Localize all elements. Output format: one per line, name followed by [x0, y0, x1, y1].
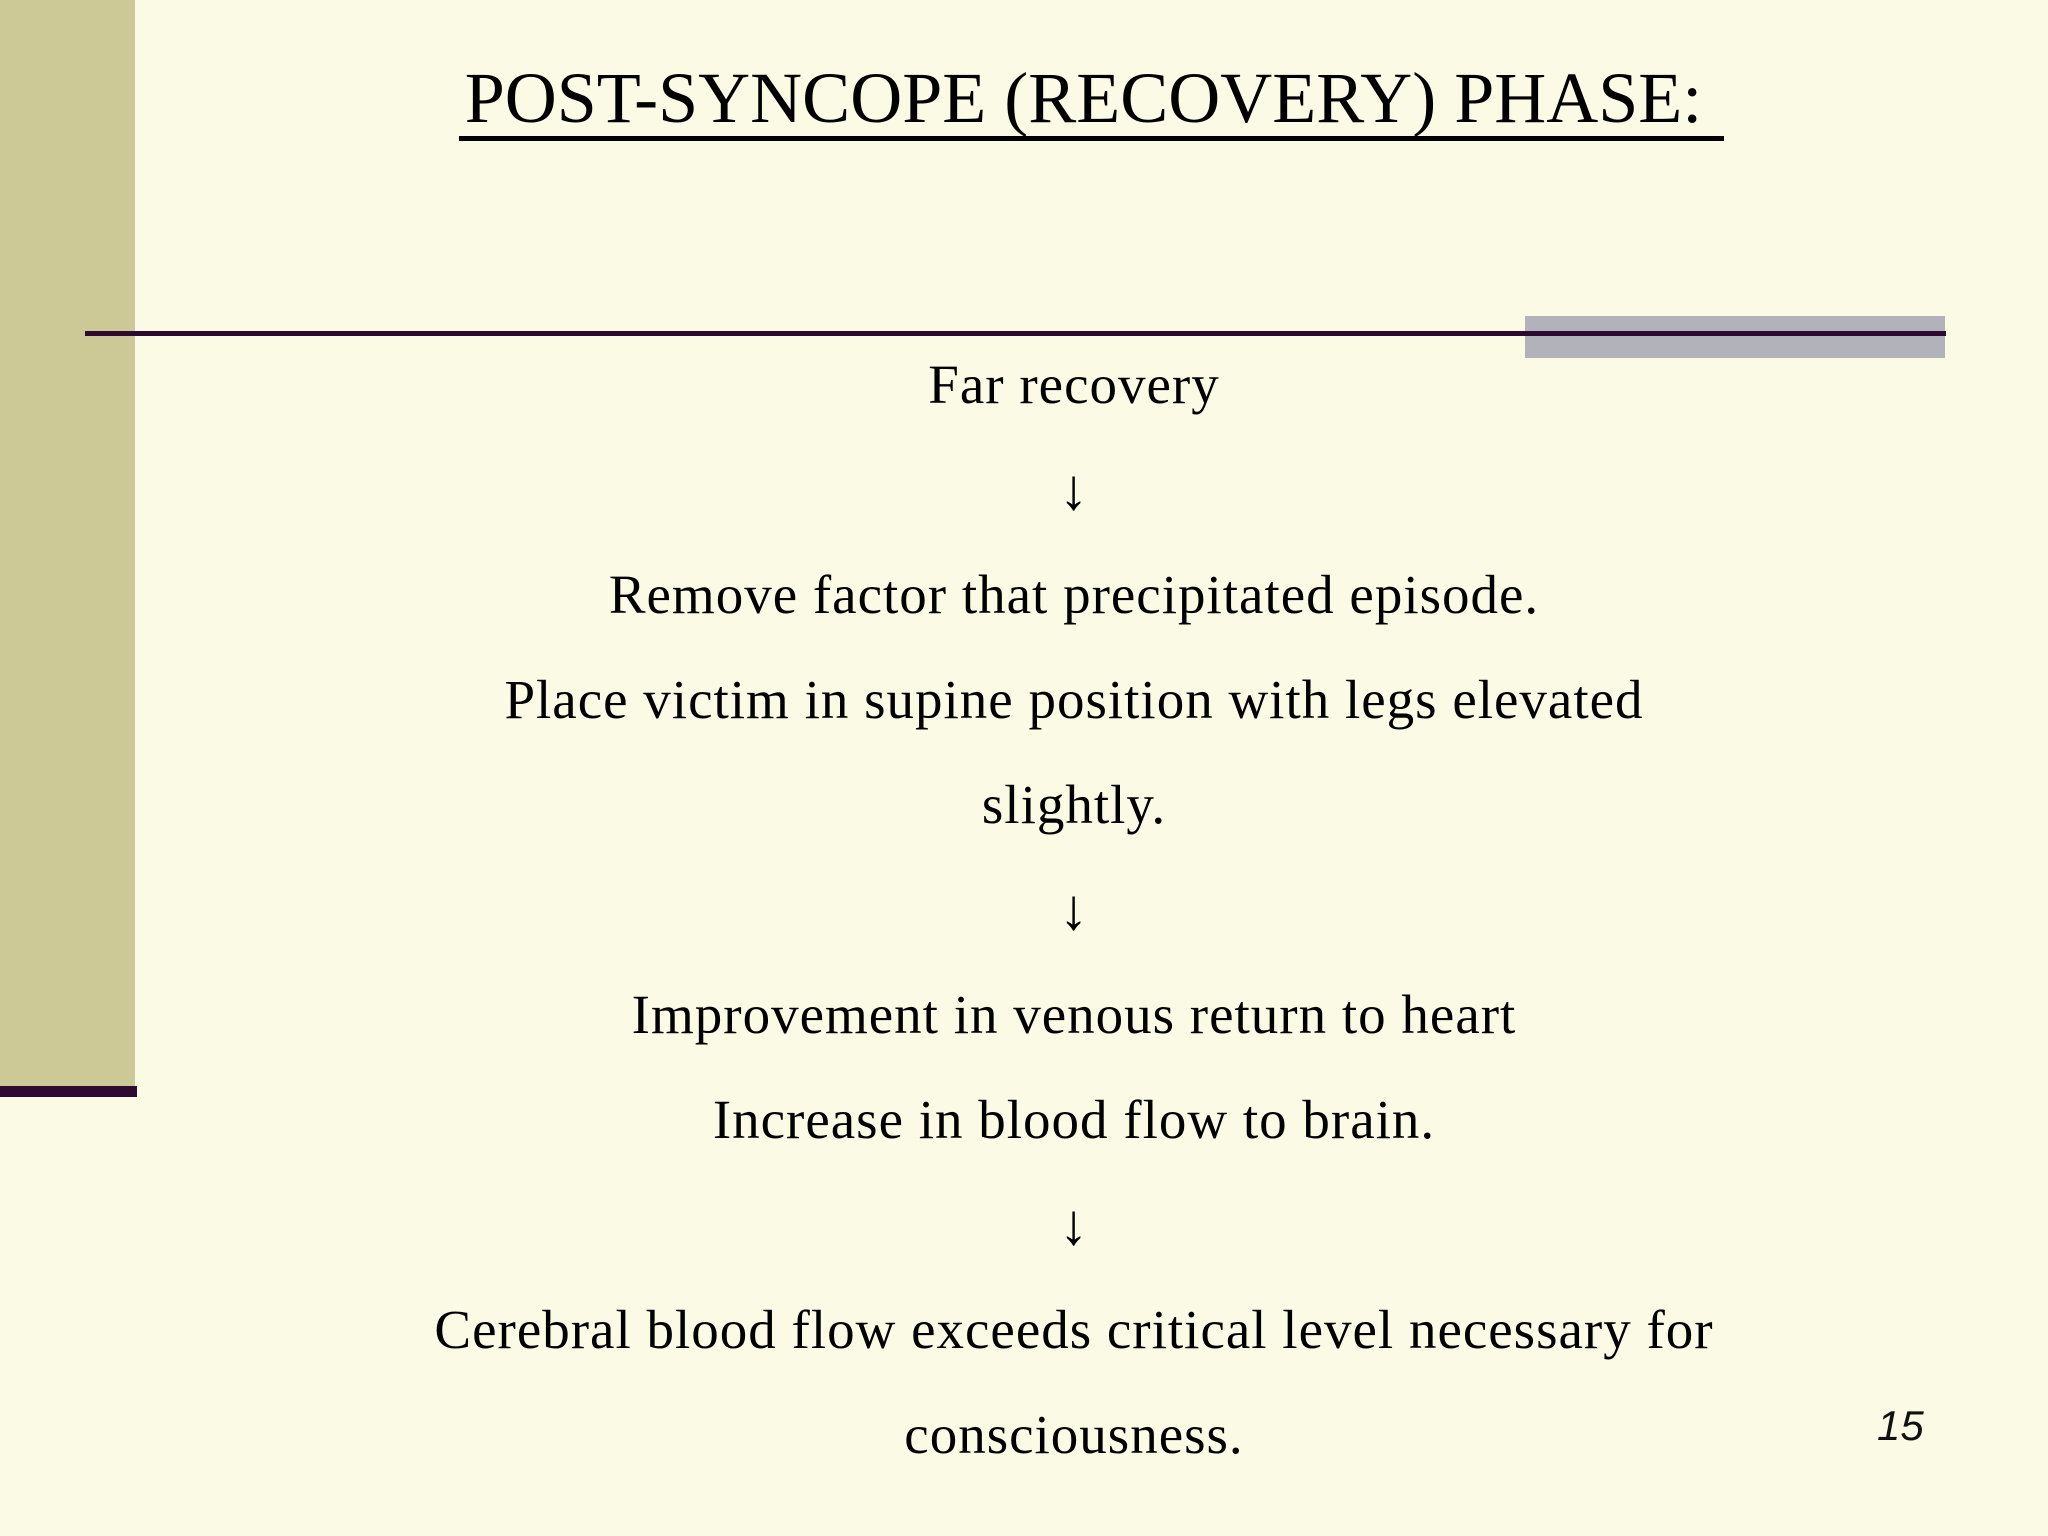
flow-step: Improvement in venous return to heart	[631, 984, 1517, 1045]
flow-down-arrow: ↓	[1059, 457, 1089, 522]
flow-step: Remove factor that precipitated episode.	[608, 564, 1540, 625]
title-divider-line	[85, 331, 1946, 336]
left-accent-band-bottom-bar	[0, 1086, 137, 1097]
flow-step: Cerebral blood flow exceeds critical lev…	[434, 1299, 1714, 1360]
page-title-wrap: POST-SYNCOPE (RECOVERY) PHASE:	[135, 62, 2048, 141]
page-number: 15	[1877, 1402, 1924, 1449]
flow-down-arrow: ↓	[1059, 1192, 1089, 1257]
flow-down-arrow: ↓	[1059, 877, 1089, 942]
flow-step: consciousness.	[904, 1404, 1244, 1465]
flow-step: Far recovery	[928, 354, 1220, 415]
gray-highlight-bar	[1525, 316, 1945, 358]
flow-step: Increase in blood flow to brain.	[712, 1089, 1436, 1150]
flow-step: slightly.	[981, 774, 1167, 835]
flow-step: Place victim in supine position with leg…	[504, 669, 1644, 730]
left-accent-band	[0, 0, 135, 1086]
page-title: POST-SYNCOPE (RECOVERY) PHASE:	[458, 62, 1725, 141]
flow-text-block: Far recovery ↓ Remove factor that precip…	[135, 332, 2013, 1487]
